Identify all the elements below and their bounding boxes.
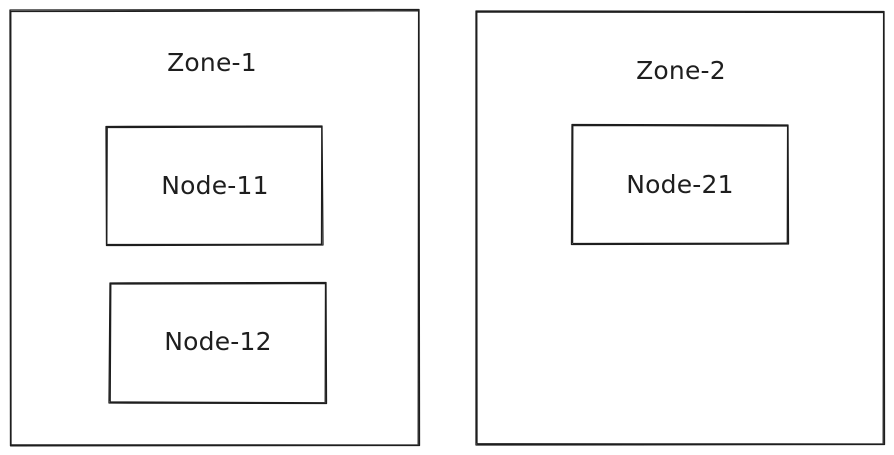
node-12-box[interactable] bbox=[108, 281, 328, 405]
zone-2-box[interactable] bbox=[475, 10, 886, 446]
node-21-box[interactable] bbox=[570, 123, 790, 246]
node-12-label: Node-12 bbox=[164, 327, 271, 356]
zone-2-label: Zone-2 bbox=[636, 56, 726, 85]
zone-1-label: Zone-1 bbox=[167, 48, 257, 77]
node-21-label: Node-21 bbox=[626, 170, 733, 199]
zone-1-box[interactable] bbox=[9, 8, 421, 447]
node-11-box[interactable] bbox=[105, 125, 324, 247]
node-11-label: Node-11 bbox=[161, 171, 268, 200]
